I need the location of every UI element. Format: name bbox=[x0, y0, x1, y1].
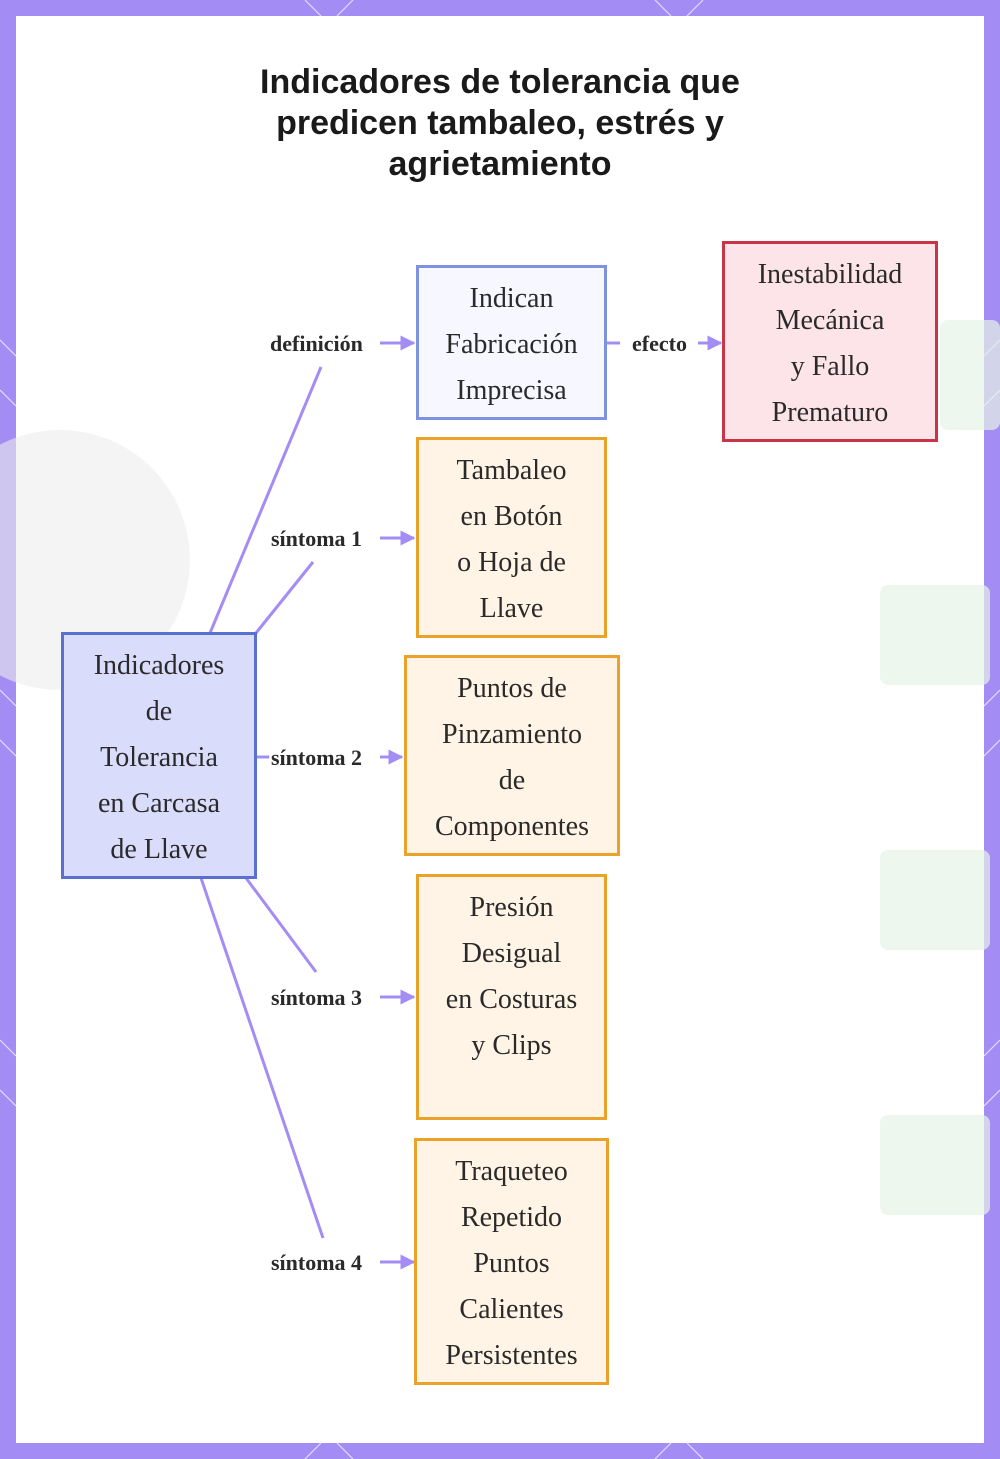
node-text: Puntos bbox=[473, 1248, 550, 1279]
node-symptom-3: Presión Desigual en Costuras y Clips bbox=[416, 874, 607, 1120]
node-symptom-4: Traqueteo Repetido Puntos Calientes Pers… bbox=[414, 1138, 609, 1385]
node-effect: Inestabilidad Mecánica y Fallo Prematuro bbox=[722, 241, 938, 442]
node-text: en Botón bbox=[460, 501, 563, 532]
node-text: Fabricación bbox=[445, 329, 578, 360]
diagram-title: Indicadores de tolerancia que predicen t… bbox=[100, 62, 900, 185]
node-symptom-1: Tambaleo en Botón o Hoja de Llave bbox=[416, 437, 607, 638]
node-text: Traqueteo bbox=[455, 1156, 568, 1187]
node-text: Imprecisa bbox=[456, 375, 567, 406]
node-text: Llave bbox=[479, 593, 544, 624]
node-text: Indicadores bbox=[93, 650, 225, 681]
edge-label-definition: definición bbox=[268, 331, 365, 357]
node-text: en Carcasa bbox=[97, 788, 221, 819]
node-text: de Llave bbox=[110, 834, 208, 865]
node-text: Inestabilidad bbox=[757, 259, 903, 290]
node-root: Indicadores de Tolerancia en Carcasa de … bbox=[61, 632, 257, 879]
node-text: Mecánica bbox=[775, 305, 885, 336]
node-text: Desigual bbox=[461, 938, 562, 969]
node-text: en Costuras bbox=[445, 984, 578, 1015]
edge-label-effect: efecto bbox=[630, 331, 689, 357]
edge-label-symptom-1: síntoma 1 bbox=[269, 526, 365, 552]
node-text: Calientes bbox=[459, 1294, 564, 1325]
node-text: Pinzamiento bbox=[442, 719, 582, 750]
node-text: Componentes bbox=[435, 811, 589, 842]
node-text: Presión bbox=[469, 892, 554, 923]
edge-label-symptom-2: síntoma 2 bbox=[269, 745, 365, 771]
node-definition: Indican Fabricación Imprecisa bbox=[416, 265, 607, 420]
node-text: de bbox=[498, 765, 526, 796]
edge-definition bbox=[208, 366, 323, 634]
edge-symptom4 bbox=[199, 877, 325, 1239]
node-text: de bbox=[145, 696, 173, 727]
title-line: predicen tambaleo, estrés y bbox=[276, 104, 724, 142]
edge-label-symptom-3: síntoma 3 bbox=[269, 985, 365, 1011]
node-text: y Fallo bbox=[790, 351, 870, 382]
title-line: Indicadores de tolerancia que bbox=[260, 63, 740, 101]
node-text: Indican bbox=[469, 283, 554, 314]
title-line: agrietamiento bbox=[388, 145, 612, 183]
node-symptom-2: Puntos de Pinzamiento de Componentes bbox=[404, 655, 620, 856]
node-text: Tolerancia bbox=[100, 742, 218, 773]
node-text: o Hoja de bbox=[457, 547, 566, 578]
edge-label-symptom-4: síntoma 4 bbox=[269, 1250, 365, 1276]
edge-symptom1 bbox=[254, 561, 315, 634]
node-text: Puntos de bbox=[457, 673, 567, 704]
node-text: Repetido bbox=[460, 1202, 563, 1233]
node-text: Prematuro bbox=[771, 397, 889, 428]
edge-symptom3 bbox=[244, 877, 318, 973]
node-text: Persistentes bbox=[445, 1340, 578, 1371]
node-text: Tambaleo bbox=[456, 455, 567, 486]
node-text: y Clips bbox=[471, 1030, 552, 1061]
